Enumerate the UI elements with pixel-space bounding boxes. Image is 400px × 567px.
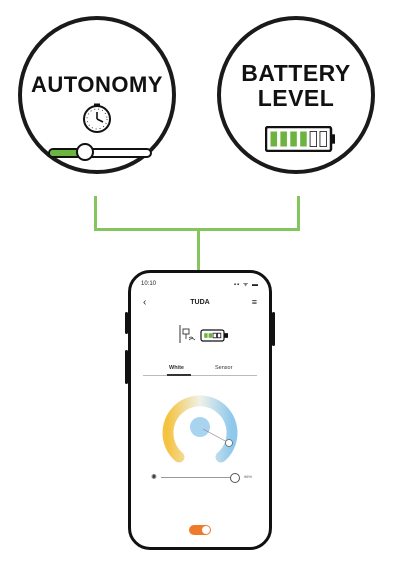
connector-right-drop [297,196,300,230]
app-title: TUDA [190,299,210,306]
autonomy-slider-fill [50,150,85,156]
phone-side-button-left-2 [125,350,128,384]
battery-icon [264,125,337,153]
battery-bar-empty [216,332,222,339]
battery-bar-filled [300,131,307,147]
phone-side-button-right [272,312,275,346]
connector-down-to-phone [197,228,200,270]
power-toggle-knob [202,526,210,534]
battery-title-line2: LEVEL [257,85,335,111]
tab-divider [143,375,257,376]
tab-white[interactable]: White [169,365,184,371]
status-icons: ▪▪ ᯤ ▬ [233,282,259,288]
connector-left-drop [94,196,97,230]
phone-battery-icon [200,329,230,342]
battery-tip [224,333,228,338]
battery-level-feature-circle: BATTERY LEVEL [217,16,375,174]
brightness-knob[interactable] [230,473,241,483]
clock-icon [81,102,113,134]
hamburger-menu-icon[interactable]: ≡ [251,297,257,307]
battery-bar-filled [280,131,287,147]
tab-sensor[interactable]: Sensor [215,365,233,371]
brightness-slider[interactable] [161,473,241,483]
battery-bar-filled [270,131,278,147]
brightness-value: 96% [244,474,253,479]
autonomy-feature-circle: AUTONOMY [18,16,176,174]
battery-title-line1: BATTERY [241,60,351,86]
chevron-left-icon[interactable]: ‹ [143,297,147,308]
autonomy-title: AUTONOMY [31,72,163,97]
autonomy-slider[interactable] [48,143,154,161]
lamp-device-icon [177,323,197,345]
sun-icon: ✺ [151,474,157,481]
status-time: 10:10 [141,281,157,287]
battery-bar-filled [204,333,208,338]
battery-bar-empty [309,131,318,147]
battery-bar-empty [319,131,327,147]
phone-frame: 10:10 ▪▪ ᯤ ▬ ‹ TUDA ≡ White Sensor [128,270,272,550]
color-temperature-wheel[interactable] [157,391,243,467]
brightness-track [161,477,239,478]
power-toggle[interactable] [189,525,211,535]
autonomy-slider-track [48,148,152,158]
battery-tip [331,134,335,144]
autonomy-slider-knob[interactable] [76,143,94,161]
tab-active-indicator [167,374,191,376]
phone-side-button-left [125,312,128,334]
battery-bar-empty [212,332,217,339]
battery-bar-filled [208,333,212,338]
battery-bar-filled [290,131,297,147]
